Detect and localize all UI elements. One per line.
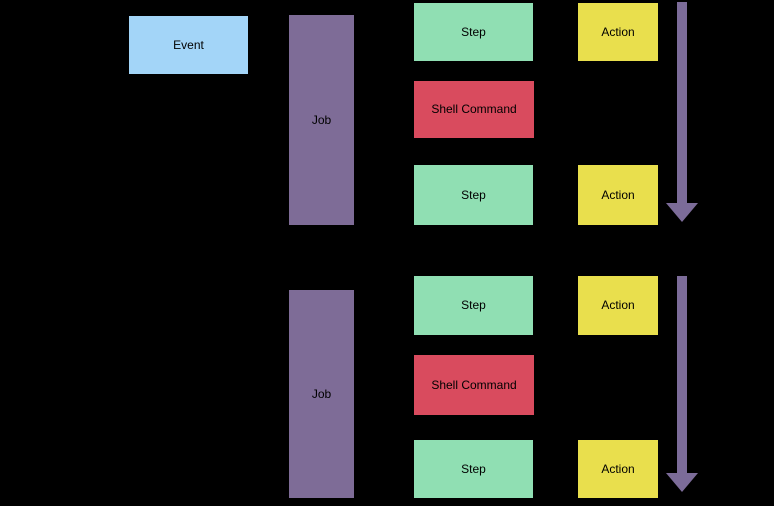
- shell-command-node: Shell Command: [414, 81, 534, 138]
- job-node: Job: [289, 290, 354, 498]
- action-node: Action: [578, 3, 658, 61]
- event-node: Event: [129, 16, 248, 74]
- down-arrow-shaft: [677, 276, 687, 473]
- down-arrow-shaft: [677, 2, 687, 203]
- down-arrow-head: [666, 473, 698, 492]
- action-node: Action: [578, 440, 658, 498]
- shell-command-node: Shell Command: [414, 355, 534, 415]
- down-arrow-head: [666, 203, 698, 222]
- step-node: Step: [414, 3, 533, 61]
- step-node: Step: [414, 165, 533, 225]
- action-node: Action: [578, 165, 658, 225]
- down-arrow-icon: [666, 276, 698, 492]
- job-node: Job: [289, 15, 354, 225]
- down-arrow-icon: [666, 2, 698, 222]
- step-node: Step: [414, 440, 533, 498]
- step-node: Step: [414, 276, 533, 335]
- action-node: Action: [578, 276, 658, 335]
